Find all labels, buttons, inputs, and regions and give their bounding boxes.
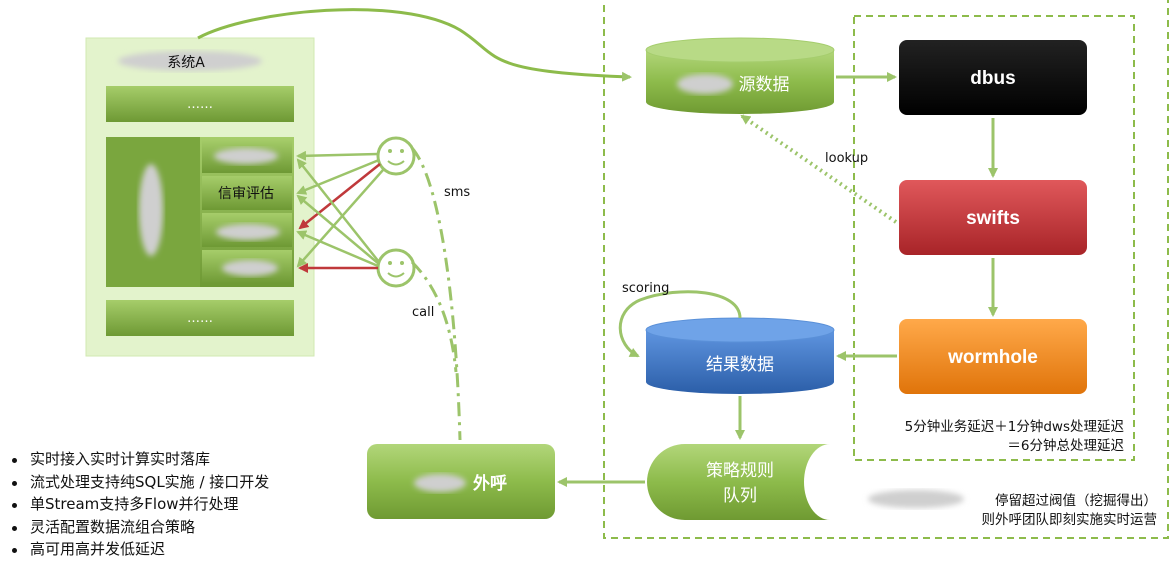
feature-bullet: 实时接入实时计算实时落库	[8, 448, 269, 471]
outer-dashed-frame	[603, 0, 1169, 539]
feature-bullet: 流式处理支持纯SQL实施 / 接口开发	[8, 471, 269, 494]
feature-bullet: 灵活配置数据流组合策略	[8, 516, 269, 539]
module-row-2	[202, 176, 292, 210]
system-a-panel: 系统A …… 信审评估 ……	[85, 37, 315, 357]
wormhole-box: wormhole	[899, 319, 1087, 394]
system-a-bottom-bar	[106, 300, 294, 336]
inner-dashed-frame	[853, 15, 1135, 461]
threshold-note: 停留超过阀值（挖掘得出） 则外呼团队即刻实施实时运营	[900, 492, 1158, 530]
system-a-top-bar	[106, 86, 294, 122]
sms-label: sms	[444, 185, 470, 200]
system-a-top-item: ……	[187, 97, 213, 112]
source-data-label: 源数据	[739, 75, 790, 95]
swifts-label: swifts	[966, 208, 1020, 229]
call-channel-line	[410, 260, 458, 373]
wormhole-label: wormhole	[947, 347, 1038, 368]
strategy-queue: 策略规则 队列	[647, 444, 830, 520]
smiley-face-icon	[376, 136, 416, 176]
threshold-note-line2: 则外呼团队即刻实施实时运营	[981, 512, 1158, 528]
dbus-label: dbus	[970, 68, 1015, 89]
result-data-cylinder: 结果数据	[645, 317, 835, 394]
source-data-cylinder: 源数据	[645, 37, 835, 114]
result-data-label: 结果数据	[706, 355, 774, 375]
system-to-source-arrow	[197, 8, 632, 82]
call-label: call	[412, 305, 434, 320]
module-credit-review: 信审评估	[218, 186, 274, 202]
dbus-box: dbus	[899, 40, 1087, 115]
sms-channel-line	[410, 147, 462, 441]
latency-note: 5分钟业务延迟＋1分钟dws处理延迟 ＝6分钟总处理延迟	[862, 418, 1124, 456]
system-a-title: 系统A	[167, 55, 205, 71]
latency-note-line2: ＝6分钟总处理延迟	[1007, 438, 1124, 454]
feature-bullet: 高可用高并发低延迟	[8, 538, 269, 561]
system-a-bottom-item: ……	[187, 311, 213, 326]
lookup-label: lookup	[825, 151, 868, 166]
strategy-label-line1: 策略规则	[706, 461, 774, 481]
threshold-note-line1: 停留超过阀值（挖掘得出）	[995, 493, 1157, 509]
swifts-lookup-arrow	[740, 114, 898, 224]
strategy-label-line2: 队列	[723, 486, 757, 506]
swifts-box: swifts	[899, 180, 1087, 255]
outbound-call-box: 外呼	[367, 444, 555, 519]
feature-bullet: 单Stream支持多Flow并行处理	[8, 493, 269, 516]
feature-bullet-list: 实时接入实时计算实时落库 流式处理支持纯SQL实施 / 接口开发 单Stream…	[8, 448, 269, 561]
user-to-module-arrows	[296, 150, 384, 273]
scoring-loop-arrow	[618, 290, 742, 358]
latency-note-line1: 5分钟业务延迟＋1分钟dws处理延迟	[904, 419, 1124, 435]
smiley-face-icon	[376, 248, 416, 288]
outbound-call-label: 外呼	[473, 473, 507, 493]
scoring-label: scoring	[622, 281, 669, 296]
